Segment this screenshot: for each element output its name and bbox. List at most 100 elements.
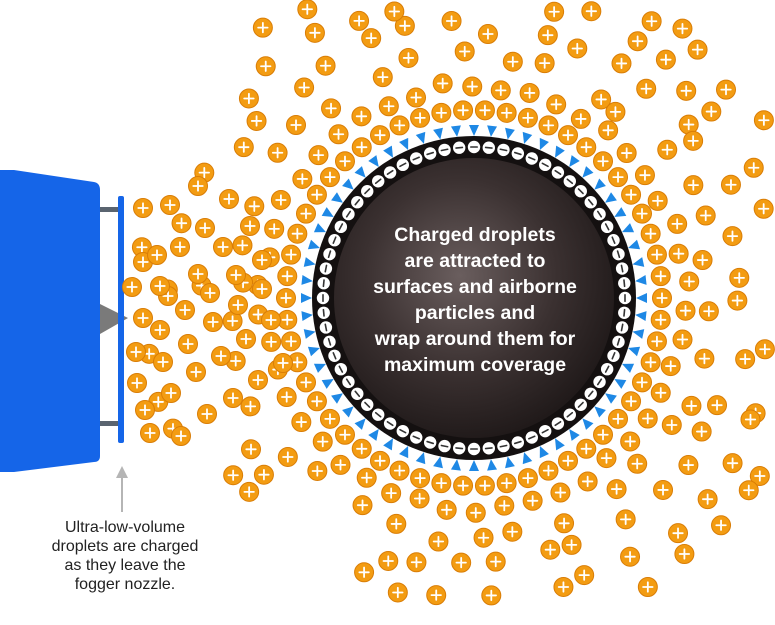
plus-icon: [554, 486, 567, 499]
positive-droplet: [462, 76, 483, 97]
induced-charge-arrow: [307, 346, 320, 357]
positive-droplet: [432, 73, 453, 94]
positive-droplet: [740, 409, 761, 430]
positive-droplet: [356, 467, 377, 488]
plus-icon: [645, 356, 657, 368]
positive-droplet: [135, 400, 155, 420]
plus-icon: [640, 83, 652, 95]
center-label-line: are attracted to: [404, 250, 546, 272]
plus-icon: [190, 366, 202, 378]
plus-icon: [754, 470, 766, 482]
positive-droplet: [621, 391, 642, 412]
positive-droplet: [593, 424, 614, 445]
plus-icon: [655, 314, 667, 326]
positive-droplet: [253, 464, 274, 485]
plus-icon: [711, 399, 723, 411]
positive-droplet: [389, 115, 410, 136]
plus-icon: [666, 419, 678, 431]
positive-droplet: [261, 331, 282, 352]
plus-icon: [240, 333, 252, 345]
induced-charge-arrow: [635, 274, 647, 285]
plus-icon: [238, 141, 250, 153]
plus-icon: [353, 15, 365, 27]
negative-charge: [328, 234, 341, 247]
positive-droplet: [304, 22, 325, 43]
positive-droplet: [246, 110, 267, 131]
positive-droplet: [410, 107, 431, 128]
positive-droplet: [668, 523, 689, 544]
positive-droplet: [252, 17, 273, 38]
center-label: Charged droplets are attracted to surfac…: [345, 222, 605, 378]
negative-charge: [551, 166, 565, 179]
positive-droplet: [307, 460, 328, 481]
plus-icon: [291, 356, 303, 368]
positive-droplet: [426, 585, 447, 606]
positive-droplet: [474, 475, 495, 496]
positive-droplet: [576, 438, 597, 459]
plus-icon: [585, 5, 597, 17]
plus-icon: [672, 248, 685, 260]
induced-charge-arrow: [450, 125, 461, 137]
plus-icon: [612, 171, 624, 183]
induced-charge-arrow: [487, 459, 498, 471]
plus-icon: [382, 555, 394, 567]
positive-droplet: [605, 101, 626, 122]
minus-icon: [620, 264, 624, 273]
plus-icon: [311, 465, 323, 477]
plus-icon: [620, 513, 632, 526]
plus-icon: [165, 387, 177, 399]
plus-icon: [356, 499, 369, 511]
plus-icon: [625, 395, 637, 407]
plus-icon: [258, 469, 270, 481]
positive-droplet: [292, 168, 313, 189]
plus-icon: [377, 71, 389, 83]
positive-droplet: [161, 383, 181, 403]
positive-droplet: [676, 80, 697, 101]
negative-charge: [607, 349, 620, 362]
positive-droplet: [351, 106, 372, 127]
minus-icon: [499, 148, 508, 152]
plus-icon: [215, 350, 227, 362]
positive-droplet: [598, 120, 619, 141]
plus-icon: [500, 477, 513, 489]
positive-droplet: [687, 39, 708, 60]
positive-droplet: [538, 115, 559, 136]
plus-icon: [758, 203, 770, 215]
plus-icon: [309, 27, 321, 39]
plus-icon: [223, 193, 235, 205]
positive-droplet: [576, 137, 597, 158]
plus-icon: [356, 141, 368, 153]
positive-droplet: [153, 352, 173, 372]
negative-charge: [525, 152, 538, 165]
plus-icon: [137, 256, 149, 268]
plus-icon: [645, 228, 657, 240]
positive-droplet: [431, 473, 452, 494]
plus-icon: [236, 239, 249, 251]
positive-droplet: [277, 266, 298, 287]
plus-icon: [154, 324, 166, 336]
nozzle-bracket-top: [100, 207, 122, 212]
minus-icon: [386, 420, 394, 427]
plus-icon: [432, 535, 445, 548]
positive-droplet: [188, 264, 208, 284]
positive-droplet: [328, 124, 349, 145]
plus-icon: [639, 169, 651, 181]
induced-charge-arrow: [632, 329, 645, 339]
positive-droplet: [211, 346, 231, 366]
plus-icon: [676, 22, 689, 35]
minus-icon: [440, 148, 449, 152]
positive-droplet: [473, 527, 494, 548]
negative-charge: [511, 436, 525, 449]
plus-icon: [361, 472, 373, 484]
positive-droplet: [641, 11, 662, 32]
positive-droplet: [567, 38, 588, 59]
plus-icon: [597, 155, 609, 167]
caption-line: fogger nozzle.: [74, 576, 176, 593]
positive-droplet: [570, 108, 591, 129]
induced-charge-arrow: [415, 452, 426, 465]
positive-droplet: [640, 352, 661, 373]
plus-icon: [700, 209, 712, 222]
positive-droplet: [650, 266, 671, 287]
induced-charge-arrow: [383, 438, 393, 451]
plus-icon: [324, 171, 336, 183]
